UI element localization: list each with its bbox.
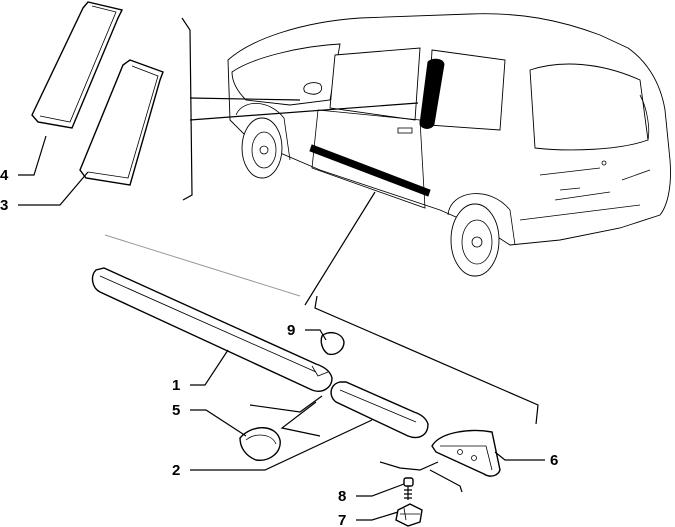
callout-4: 4	[0, 167, 9, 184]
callout-labels: 4 3 1 5 2 9 6 8 7	[0, 167, 558, 527]
callout-6: 6	[550, 452, 558, 469]
car-illustration	[227, 13, 671, 277]
callout-3: 3	[0, 197, 8, 214]
callout-5: 5	[172, 402, 180, 419]
screw	[403, 477, 414, 500]
car-reference-lines	[104, 17, 539, 425]
callout-8: 8	[338, 488, 346, 505]
small-plug	[320, 331, 345, 356]
end-cover	[431, 429, 501, 477]
callout-9: 9	[287, 322, 295, 339]
side-moulding-rear	[330, 381, 429, 439]
clip	[395, 503, 423, 527]
callout-2: 2	[172, 462, 180, 479]
pillar-trim-lower	[79, 59, 164, 186]
callout-7: 7	[338, 512, 346, 527]
assembly-guide-lines	[249, 395, 463, 493]
callout-leaders	[18, 135, 545, 521]
side-moulding-front	[91, 267, 333, 392]
pillar-trim-upper	[31, 1, 124, 129]
end-cap	[239, 427, 281, 461]
callout-1: 1	[172, 377, 180, 394]
